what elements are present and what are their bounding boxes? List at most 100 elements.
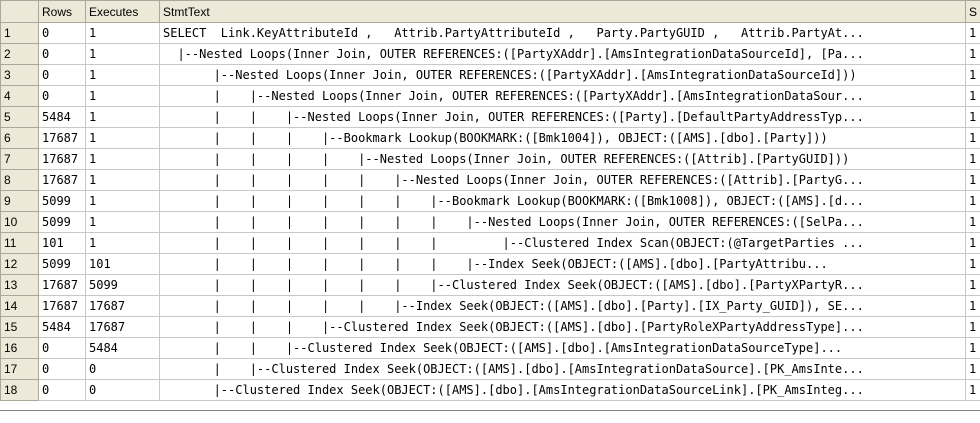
rows-cell[interactable]: 17687 [38,127,86,149]
s-cell[interactable]: 1 [965,358,980,380]
stmttext-cell[interactable]: |--Nested Loops(Inner Join, OUTER REFERE… [159,64,966,86]
stmttext-cell[interactable]: | | | | | | | |--Index Seek(OBJECT:([AMS… [159,253,966,275]
rows-cell[interactable]: 0 [38,358,86,380]
executes-cell[interactable]: 0 [85,379,160,401]
stmttext-cell[interactable]: |--Nested Loops(Inner Join, OUTER REFERE… [159,43,966,65]
row-number-cell[interactable]: 12 [0,253,39,275]
executes-cell[interactable]: 5099 [85,274,160,296]
column-header-executes[interactable]: Executes [85,0,160,23]
stmttext-cell[interactable]: | | | | |--Nested Loops(Inner Join, OUTE… [159,148,966,170]
stmttext-cell[interactable]: | | |--Clustered Index Seek(OBJECT:([AMS… [159,337,966,359]
rows-cell[interactable]: 17687 [38,148,86,170]
executes-cell[interactable]: 101 [85,253,160,275]
row-number-cell[interactable]: 10 [0,211,39,233]
s-cell[interactable]: 1 [965,190,980,212]
stmttext-cell[interactable]: | | | | | |--Nested Loops(Inner Join, OU… [159,169,966,191]
rows-cell[interactable]: 17687 [38,169,86,191]
executes-cell[interactable]: 1 [85,22,160,44]
row-number-cell[interactable]: 6 [0,127,39,149]
stmttext-cell[interactable]: |--Clustered Index Seek(OBJECT:([AMS].[d… [159,379,966,401]
row-number-cell[interactable]: 2 [0,43,39,65]
row-number-cell[interactable]: 15 [0,316,39,338]
column-header-s[interactable]: S [965,0,980,23]
stmttext-cell[interactable]: | | | | | | |--Clustered Index Seek(OBJE… [159,274,966,296]
executes-cell[interactable]: 1 [85,211,160,233]
stmttext-cell[interactable]: | | |--Nested Loops(Inner Join, OUTER RE… [159,106,966,128]
s-cell[interactable]: 1 [965,211,980,233]
row-number-cell[interactable]: 11 [0,232,39,254]
s-cell[interactable]: 1 [965,295,980,317]
s-cell[interactable]: 1 [965,253,980,275]
executes-cell[interactable]: 1 [85,232,160,254]
executes-cell[interactable]: 17687 [85,316,160,338]
executes-cell[interactable]: 1 [85,169,160,191]
stmttext-cell[interactable]: | | | | | |--Index Seek(OBJECT:([AMS].[d… [159,295,966,317]
row-number-cell[interactable]: 13 [0,274,39,296]
s-cell[interactable]: 1 [965,64,980,86]
executes-cell[interactable]: 1 [85,85,160,107]
stmttext-cell[interactable]: | | | |--Clustered Index Seek(OBJECT:([A… [159,316,966,338]
rows-cell[interactable]: 0 [38,85,86,107]
row-number-cell[interactable]: 8 [0,169,39,191]
row-number-cell[interactable]: 9 [0,190,39,212]
row-number-cell[interactable]: 16 [0,337,39,359]
stmttext-cell[interactable]: | | | |--Bookmark Lookup(BOOKMARK:([Bmk1… [159,127,966,149]
stmttext-cell[interactable]: | | | | | | | |--Nested Loops(Inner Join… [159,211,966,233]
rows-cell[interactable]: 5099 [38,253,86,275]
s-cell[interactable]: 1 [965,22,980,44]
s-cell[interactable]: 1 [965,106,980,128]
s-cell[interactable]: 1 [965,169,980,191]
s-cell[interactable]: 1 [965,43,980,65]
rows-cell[interactable]: 5484 [38,106,86,128]
rows-cell[interactable]: 17687 [38,274,86,296]
s-cell[interactable]: 1 [965,148,980,170]
s-cell[interactable]: 1 [965,127,980,149]
s-cell[interactable]: 1 [965,316,980,338]
executes-cell[interactable]: 1 [85,190,160,212]
s-cell[interactable]: 1 [965,232,980,254]
rows-cell[interactable]: 101 [38,232,86,254]
executes-cell[interactable]: 17687 [85,295,160,317]
rows-cell[interactable]: 17687 [38,295,86,317]
executes-cell[interactable]: 1 [85,127,160,149]
stmttext-cell[interactable]: | | | | | | | |--Clustered Index Scan(OB… [159,232,966,254]
rows-cell[interactable]: 5099 [38,211,86,233]
s-cell[interactable]: 1 [965,274,980,296]
row-number-cell[interactable]: 7 [0,148,39,170]
executes-cell[interactable]: 0 [85,358,160,380]
rows-cell[interactable]: 0 [38,337,86,359]
executes-cell[interactable]: 1 [85,106,160,128]
executes-cell[interactable]: 1 [85,148,160,170]
executes-cell[interactable]: 1 [85,64,160,86]
row-number-cell[interactable]: 1 [0,22,39,44]
stmttext-cell[interactable]: SELECT Link.KeyAttributeId , Attrib.Part… [159,22,966,44]
s-cell[interactable]: 1 [965,337,980,359]
row-number-cell[interactable]: 17 [0,358,39,380]
row-number-header[interactable] [0,0,39,23]
stmttext-cell[interactable]: | |--Nested Loops(Inner Join, OUTER REFE… [159,85,966,107]
row-number-cell[interactable]: 14 [0,295,39,317]
rows-cell[interactable]: 0 [38,22,86,44]
rows-cell[interactable]: 0 [38,43,86,65]
executes-cell[interactable]: 1 [85,43,160,65]
column-header-rows[interactable]: Rows [38,0,86,23]
row-number-cell[interactable]: 3 [0,64,39,86]
rows-cell[interactable]: 5099 [38,190,86,212]
